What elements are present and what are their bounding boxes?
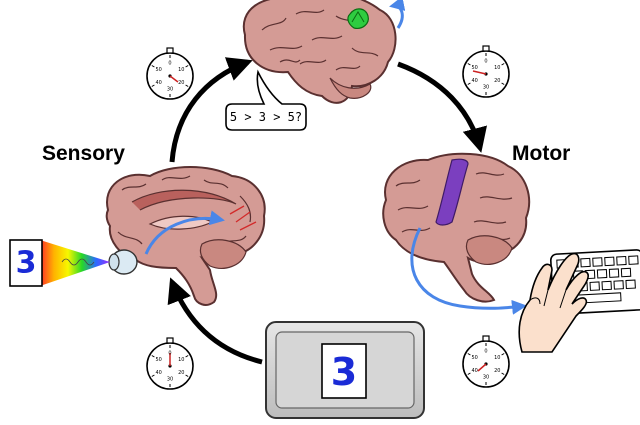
stimulus-digit: 3 bbox=[16, 246, 37, 281]
clock-dial-number: 30 bbox=[483, 85, 489, 91]
visual-area-highlight bbox=[347, 8, 369, 29]
sensory-label: Sensory bbox=[42, 142, 125, 165]
clock-dial-number: 10 bbox=[178, 357, 184, 363]
rainbow-light-icon bbox=[40, 240, 110, 286]
visual-pathway-arrow bbox=[144, 210, 225, 255]
cycle-arrow-sensory-to-think bbox=[169, 57, 253, 163]
motor-label: Motor bbox=[512, 142, 570, 165]
stopwatch-icon bbox=[462, 45, 510, 98]
clock-dial-number: 0 bbox=[484, 349, 487, 355]
thought-bubble: 5 > 3 > 5? bbox=[225, 69, 307, 131]
clock-dial-number: 50 bbox=[472, 355, 478, 361]
stimulus-card: 3 bbox=[9, 239, 43, 287]
motor-cortex-strip bbox=[435, 158, 469, 226]
clock-dial-number: 0 bbox=[484, 59, 487, 65]
sensory-brain-icon bbox=[105, 166, 266, 306]
clock-dial-number: 30 bbox=[483, 375, 489, 381]
clock-dial-number: 10 bbox=[178, 67, 184, 73]
clock-dial-number: 20 bbox=[178, 370, 184, 376]
motor-brain-icon bbox=[382, 152, 531, 303]
stopwatch-icon bbox=[462, 335, 510, 388]
clock-dial-number: 20 bbox=[494, 368, 500, 374]
clock-dial-number: 50 bbox=[156, 67, 162, 73]
stopwatch-icon bbox=[146, 47, 194, 100]
cycle-arrow-screen-to-sensory bbox=[167, 277, 263, 365]
clock-dial-number: 0 bbox=[168, 61, 171, 67]
loop-signal-arrow bbox=[389, 0, 406, 29]
clock-dial-number: 40 bbox=[156, 370, 162, 376]
clock-dial-number: 40 bbox=[472, 78, 478, 84]
clock-dial-number: 20 bbox=[494, 78, 500, 84]
comparison-text: 5 > 3 > 5? bbox=[230, 110, 302, 124]
clock-dial-number: 50 bbox=[472, 65, 478, 71]
clock-dial-number: 20 bbox=[178, 80, 184, 86]
motor-signal-arrow bbox=[410, 227, 527, 315]
eye-icon bbox=[108, 249, 138, 275]
hand-icon bbox=[518, 252, 589, 353]
clock-dial-number: 30 bbox=[167, 87, 173, 93]
clock-dial-number: 10 bbox=[494, 355, 500, 361]
monitor-icon: 3 bbox=[265, 321, 425, 419]
clock-dial-number: 30 bbox=[167, 377, 173, 383]
clock-dial-number: 40 bbox=[472, 368, 478, 374]
clock-dial-number: 0 bbox=[168, 351, 171, 357]
clock-dial-number: 10 bbox=[494, 65, 500, 71]
stopwatch-icon bbox=[146, 337, 194, 390]
cycle-arrow-think-to-motor bbox=[397, 61, 487, 153]
top-brain-icon bbox=[242, 0, 397, 104]
clock-dial-number: 40 bbox=[156, 80, 162, 86]
screen-digit: 3 bbox=[331, 350, 357, 394]
clock-dial-number: 50 bbox=[156, 357, 162, 363]
